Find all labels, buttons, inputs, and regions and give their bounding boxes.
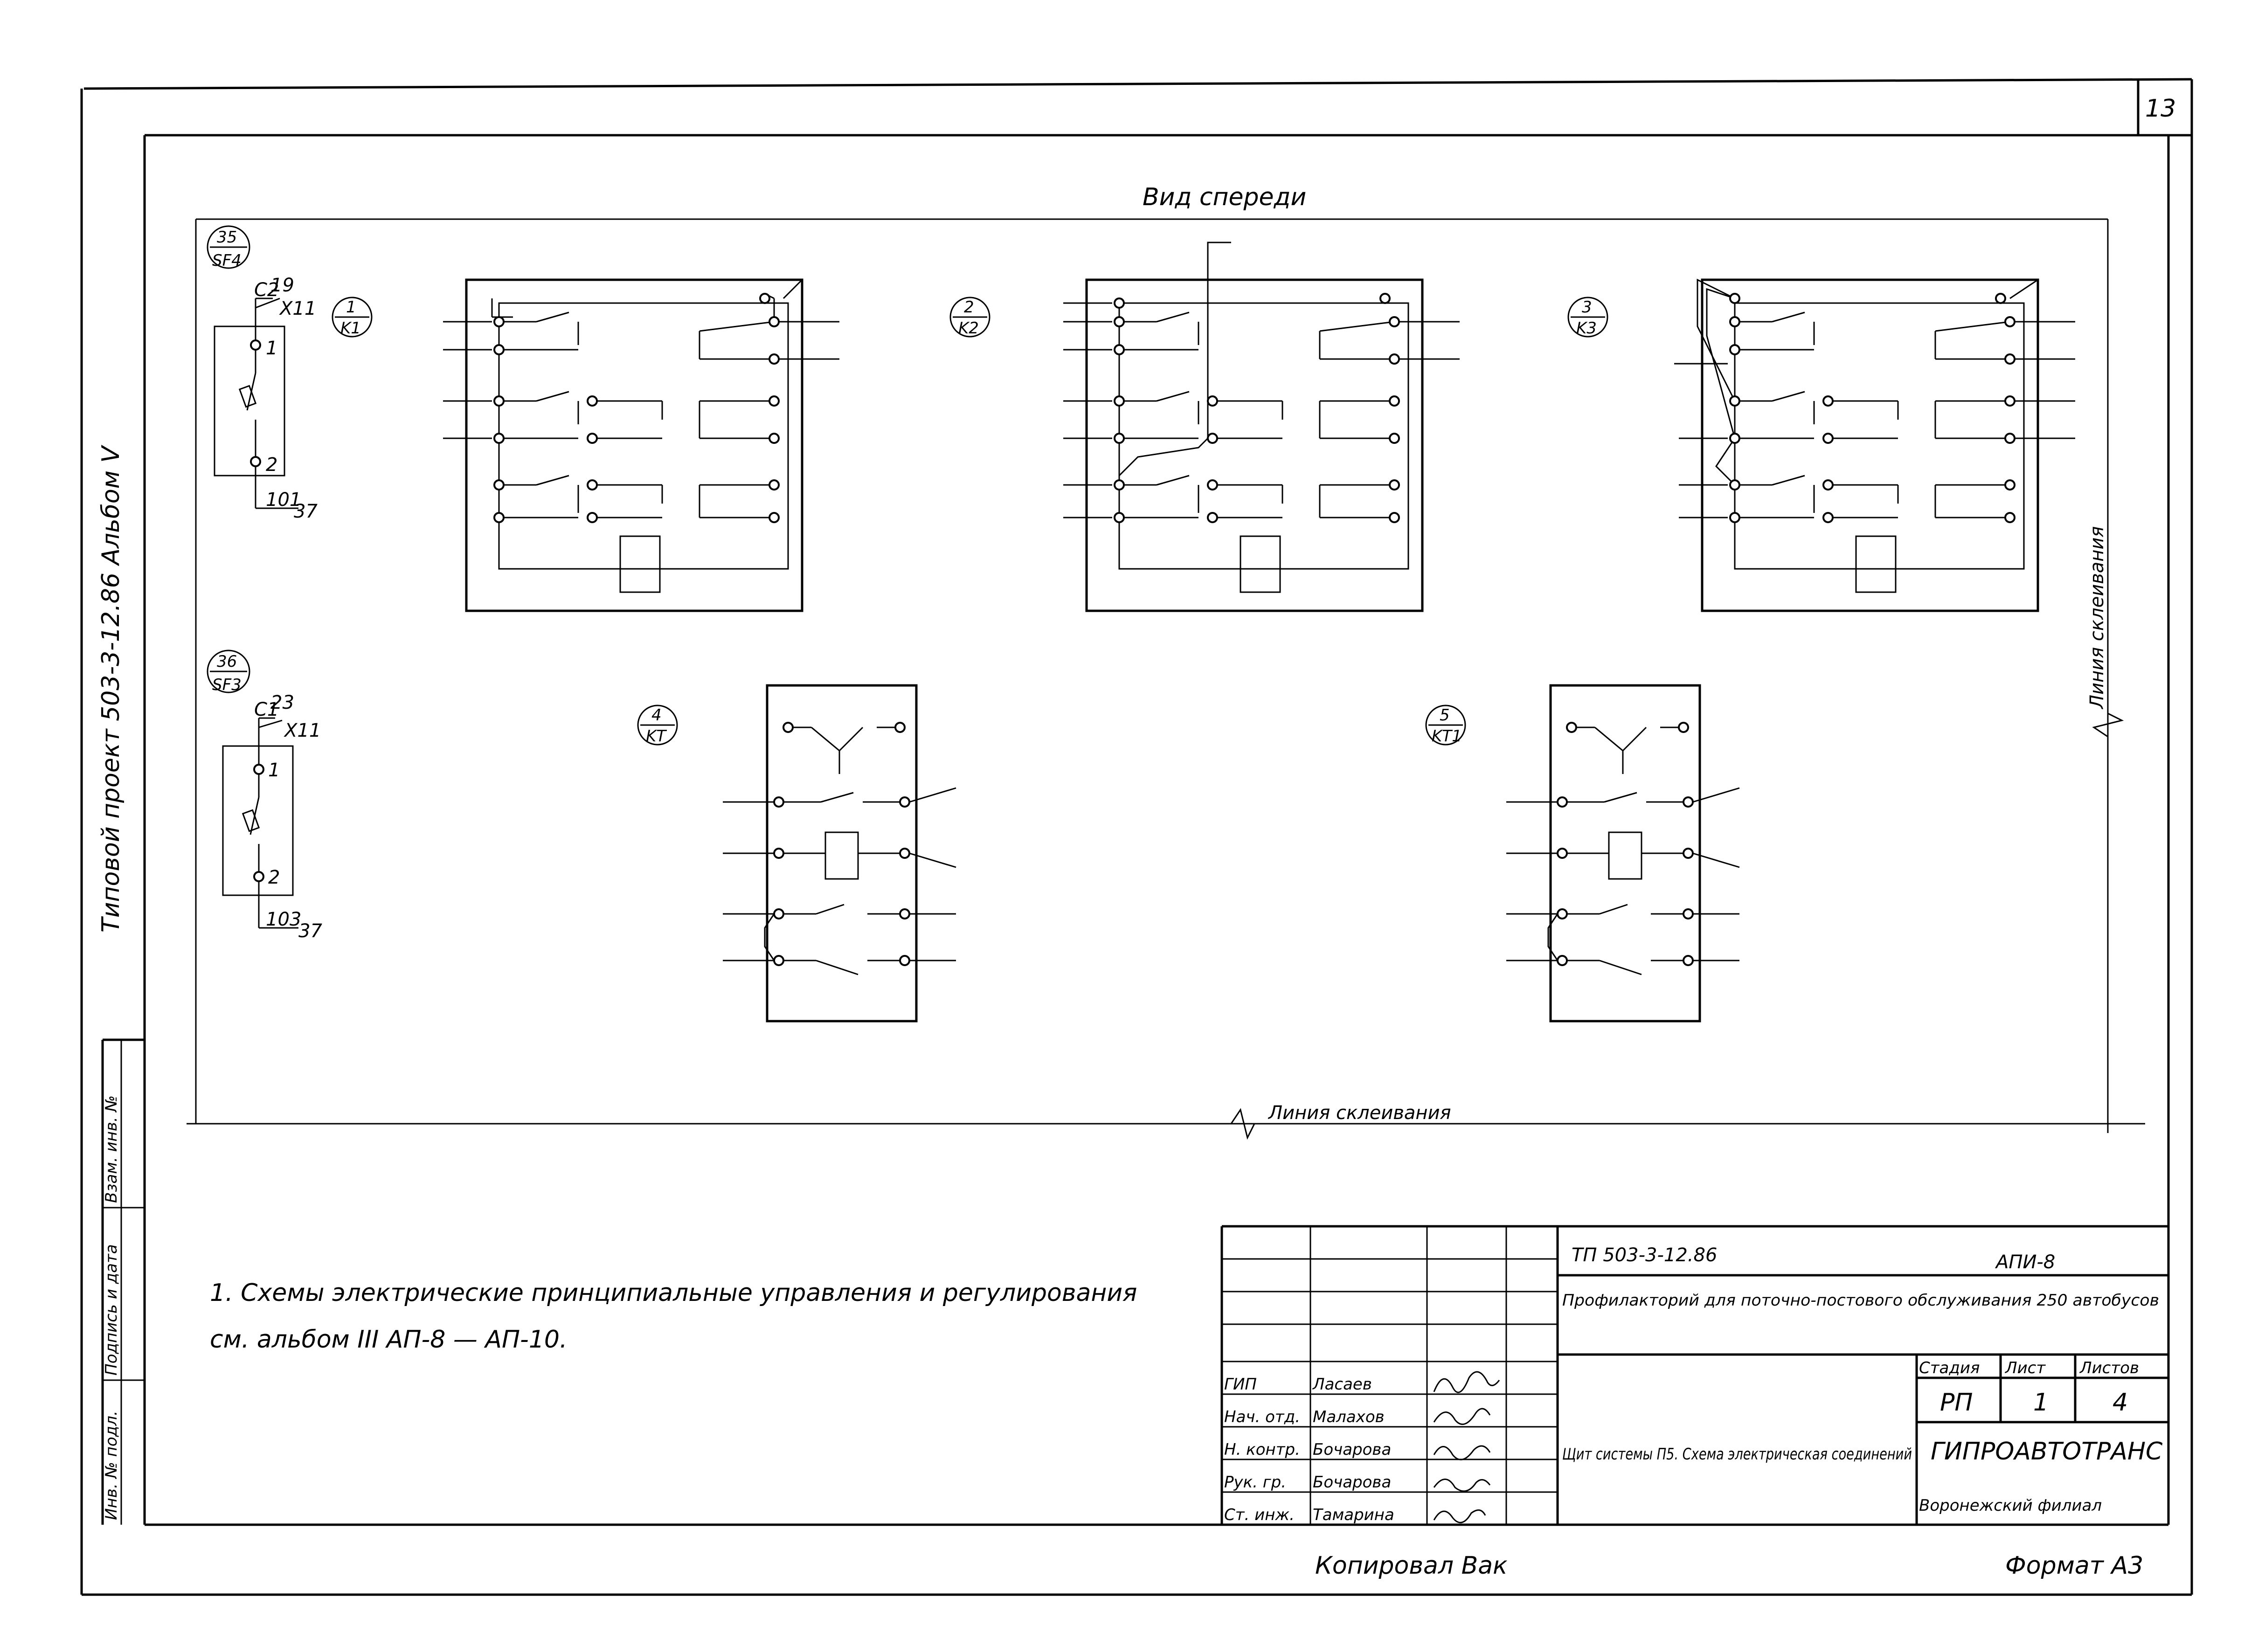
svg-text:KT: KT	[646, 727, 667, 746]
page-number: 13	[2145, 95, 2176, 123]
svg-text:1: 1	[346, 298, 356, 317]
sheets-value: 4	[2113, 1389, 2128, 1417]
note-line-1: 1. Схемы электрические принципиальные уп…	[210, 1279, 1137, 1307]
side-project-caption: Типовой проект 503-3-12.86 Альбом V	[97, 444, 125, 933]
left-approval-strip: Взам. инв. № Подпись и дата Инв. № подл.	[101, 1038, 145, 1525]
svg-text:2: 2	[964, 298, 974, 317]
sheet-format: Формат А3	[2005, 1552, 2143, 1580]
stage-value: РП	[1940, 1389, 1973, 1417]
svg-text:5: 5	[1440, 706, 1450, 725]
svg-text:4: 4	[651, 706, 662, 725]
role-5: Ст. инж.	[1224, 1506, 1295, 1524]
sheet-code: АПИ-8	[1995, 1251, 2055, 1273]
view-title: Вид спереди	[1143, 183, 1306, 211]
svg-text:KT1: KT1	[1432, 727, 1462, 746]
title-block: ТП 503-3-12.86 АПИ-8 Профилакторий для п…	[1220, 1225, 2168, 1525]
sheet-frame	[80, 78, 2193, 1596]
svg-text:K1: K1	[340, 319, 361, 338]
svg-text:23: 23	[270, 692, 294, 713]
svg-text:2: 2	[268, 867, 280, 888]
relay-k3: 3 K3	[1567, 278, 2075, 612]
strip-replace-inv: Взам. инв. №	[102, 1095, 121, 1203]
role-2: Нач. отд.	[1224, 1408, 1300, 1426]
svg-text:Линия склеивания: Линия склеивания	[1268, 1102, 1451, 1124]
svg-text:35: 35	[217, 228, 237, 247]
role-3: Н. контр.	[1224, 1440, 1300, 1459]
svg-text:19: 19	[270, 275, 294, 296]
doc-code: ТП 503-3-12.86	[1572, 1244, 1717, 1266]
sheet-value: 1	[2033, 1389, 2049, 1417]
svg-text:C1: C1	[254, 699, 279, 720]
name-3: Бочарова	[1313, 1440, 1391, 1459]
svg-text:2: 2	[266, 454, 277, 476]
timer-relay-kt: 4 KT	[637, 684, 956, 1023]
svg-text:1: 1	[268, 760, 280, 781]
copied-by: Копировал Вак	[1315, 1552, 1508, 1580]
svg-text:1: 1	[266, 338, 277, 359]
name-5: Тамарина	[1313, 1506, 1394, 1524]
svg-text:37: 37	[298, 920, 322, 942]
svg-text:3: 3	[1582, 298, 1592, 317]
sheets-header: Листов	[2079, 1359, 2139, 1377]
project-title: Профилакторий для поточно-постового обсл…	[1562, 1291, 2159, 1310]
svg-text:C2: C2	[254, 279, 279, 301]
name-2: Малахов	[1313, 1408, 1385, 1426]
drawing-title: Щит системы П5. Схема электрическая соед…	[1562, 1445, 1912, 1464]
signature-marks	[1433, 1371, 1500, 1523]
name-4: Бочарова	[1313, 1473, 1391, 1492]
svg-text:X11: X11	[279, 298, 316, 319]
svg-text:103: 103	[266, 909, 301, 930]
role-1: ГИП	[1224, 1375, 1257, 1394]
svg-text:37: 37	[294, 501, 318, 522]
name-1: Ласаев	[1312, 1375, 1372, 1394]
breaker-sf4: 35 SF4 C2 19 X11 1 2 101 37	[207, 225, 318, 522]
stage-header: Стадия	[1919, 1359, 1980, 1377]
sheet-header: Лист	[2004, 1359, 2046, 1377]
strip-signature-date: Подпись и дата	[102, 1244, 121, 1376]
relay-k1: 1 K1	[332, 278, 839, 612]
svg-text:SF4: SF4	[212, 251, 242, 270]
org-name: ГИПРОАВТОТРАНС	[1931, 1438, 2163, 1465]
role-4: Рук. гр.	[1224, 1473, 1286, 1492]
gluing-line-bottom: Линия склеивания	[1230, 1102, 1451, 1140]
gluing-line-right: Линия склеивания	[2086, 526, 2124, 738]
svg-text:36: 36	[217, 652, 237, 671]
breaker-sf3: 36 SF3 C1 23 X11 1 2 103 37	[207, 650, 322, 942]
org-branch: Воронежский филиал	[1919, 1496, 2102, 1515]
svg-text:SF3: SF3	[212, 676, 242, 694]
svg-text:K2: K2	[958, 319, 979, 338]
note-line-2: см. альбом III АП-8 — АП-10.	[210, 1326, 568, 1354]
svg-text:101: 101	[266, 489, 301, 511]
relay-k2: 2 K2	[949, 242, 1460, 612]
timer-relay-kt1: 5 KT1	[1425, 684, 1740, 1023]
svg-text:Линия склеивания: Линия склеивания	[2086, 526, 2108, 710]
svg-text:X11: X11	[284, 720, 321, 741]
strip-inv-original: Инв. № подл.	[102, 1410, 121, 1520]
svg-text:K3: K3	[1576, 319, 1597, 338]
